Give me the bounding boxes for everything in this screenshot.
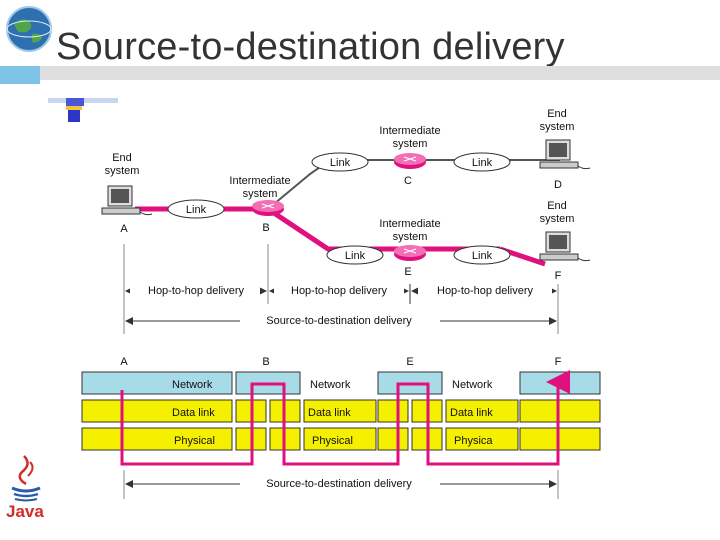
link-ellipse-cd: Link [453, 152, 511, 172]
end-system-f-label-2: system [540, 213, 575, 225]
stack-b: Network Data link Physical [235, 371, 377, 451]
title-underline-bar [40, 66, 720, 84]
hop-arrow-3: Hop-to-hop delivery [411, 284, 557, 297]
node-label-a: A [120, 223, 128, 235]
svg-text:Hop-to-hop delivery: Hop-to-hop delivery [437, 285, 533, 297]
svg-text:Data link: Data link [308, 407, 351, 419]
svg-text:Physical: Physical [312, 435, 353, 447]
intermediate-c-label-2: system [393, 138, 428, 150]
end-system-d-label-1: End [547, 108, 567, 120]
svg-text:Network: Network [452, 379, 493, 391]
router-e-icon [394, 245, 426, 261]
intermediate-e-label-1: Intermediate [379, 218, 440, 230]
end-system-a-label-2: system [105, 165, 140, 177]
end-system-f-label-1: End [547, 200, 567, 212]
layer-node-e: E [406, 356, 413, 368]
hop-arrow-2: Hop-to-hop delivery [269, 284, 409, 297]
title-underline-gap [40, 80, 720, 84]
svg-text:Link: Link [186, 204, 207, 216]
svg-text:Link: Link [472, 250, 493, 262]
layer-node-b: B [262, 356, 269, 368]
computer-f-icon [539, 231, 591, 262]
layer-node-f: F [555, 356, 562, 368]
svg-text:Source-to-destination delivery: Source-to-destination delivery [266, 315, 412, 327]
delivery-diagram: Link Link Link Link Link [81, 108, 601, 499]
packet-path [120, 370, 570, 466]
node-label-e: E [404, 266, 411, 278]
java-logo-text: Java [6, 502, 44, 521]
hop-arrow-1: Hop-to-hop delivery [125, 284, 267, 297]
globe-logo-icon [6, 6, 52, 52]
title-accent-bar [0, 66, 40, 84]
router-b-icon [252, 200, 284, 216]
stack-a: Network Data link Physical [81, 371, 233, 451]
svg-text:Link: Link [330, 157, 351, 169]
slide-title: Source-to-destination delivery [56, 26, 565, 68]
computer-d-icon [539, 139, 591, 170]
svg-text:Hop-to-hop delivery: Hop-to-hop delivery [291, 285, 387, 297]
s2d-arrow-top: Source-to-destination delivery [125, 314, 557, 327]
link-ellipse-be: Link [326, 245, 384, 265]
end-system-d-label-2: system [540, 121, 575, 133]
router-c-icon [394, 153, 426, 169]
link-ellipse-bc: Link [311, 152, 369, 172]
svg-text:Data link: Data link [450, 407, 493, 419]
stack-e: Network Data link Physica [377, 371, 519, 451]
svg-text:Data link: Data link [172, 407, 215, 419]
svg-text:Network: Network [310, 379, 351, 391]
intermediate-b-label-1: Intermediate [229, 175, 290, 187]
node-label-c: C [404, 175, 412, 187]
node-label-f: F [555, 270, 562, 282]
corner-decoration [48, 98, 118, 122]
layer-node-a: A [120, 356, 128, 368]
svg-text:Network: Network [172, 379, 213, 391]
svg-text:Source-to-destination delivery: Source-to-destination delivery [266, 478, 412, 490]
s2d-arrow-bottom: Source-to-destination delivery [125, 477, 557, 490]
svg-text:Link: Link [472, 157, 493, 169]
end-system-a-label-1: End [112, 152, 132, 164]
intermediate-c-label-1: Intermediate [379, 125, 440, 137]
computer-a-icon [101, 185, 153, 216]
intermediate-b-label-2: system [243, 188, 278, 200]
svg-text:Physica: Physica [454, 435, 493, 447]
intermediate-e-label-2: system [393, 231, 428, 243]
link-ellipse-ab: Link [167, 199, 225, 219]
svg-text:Physical: Physical [174, 435, 215, 447]
svg-text:Link: Link [345, 250, 366, 262]
link-b-e-f [266, 206, 500, 252]
node-label-d: D [554, 179, 562, 191]
java-logo-icon [11, 455, 41, 502]
stack-f [519, 371, 601, 451]
svg-text:Hop-to-hop delivery: Hop-to-hop delivery [148, 285, 244, 297]
node-label-b: B [262, 222, 269, 234]
link-ellipse-ef: Link [453, 245, 511, 265]
